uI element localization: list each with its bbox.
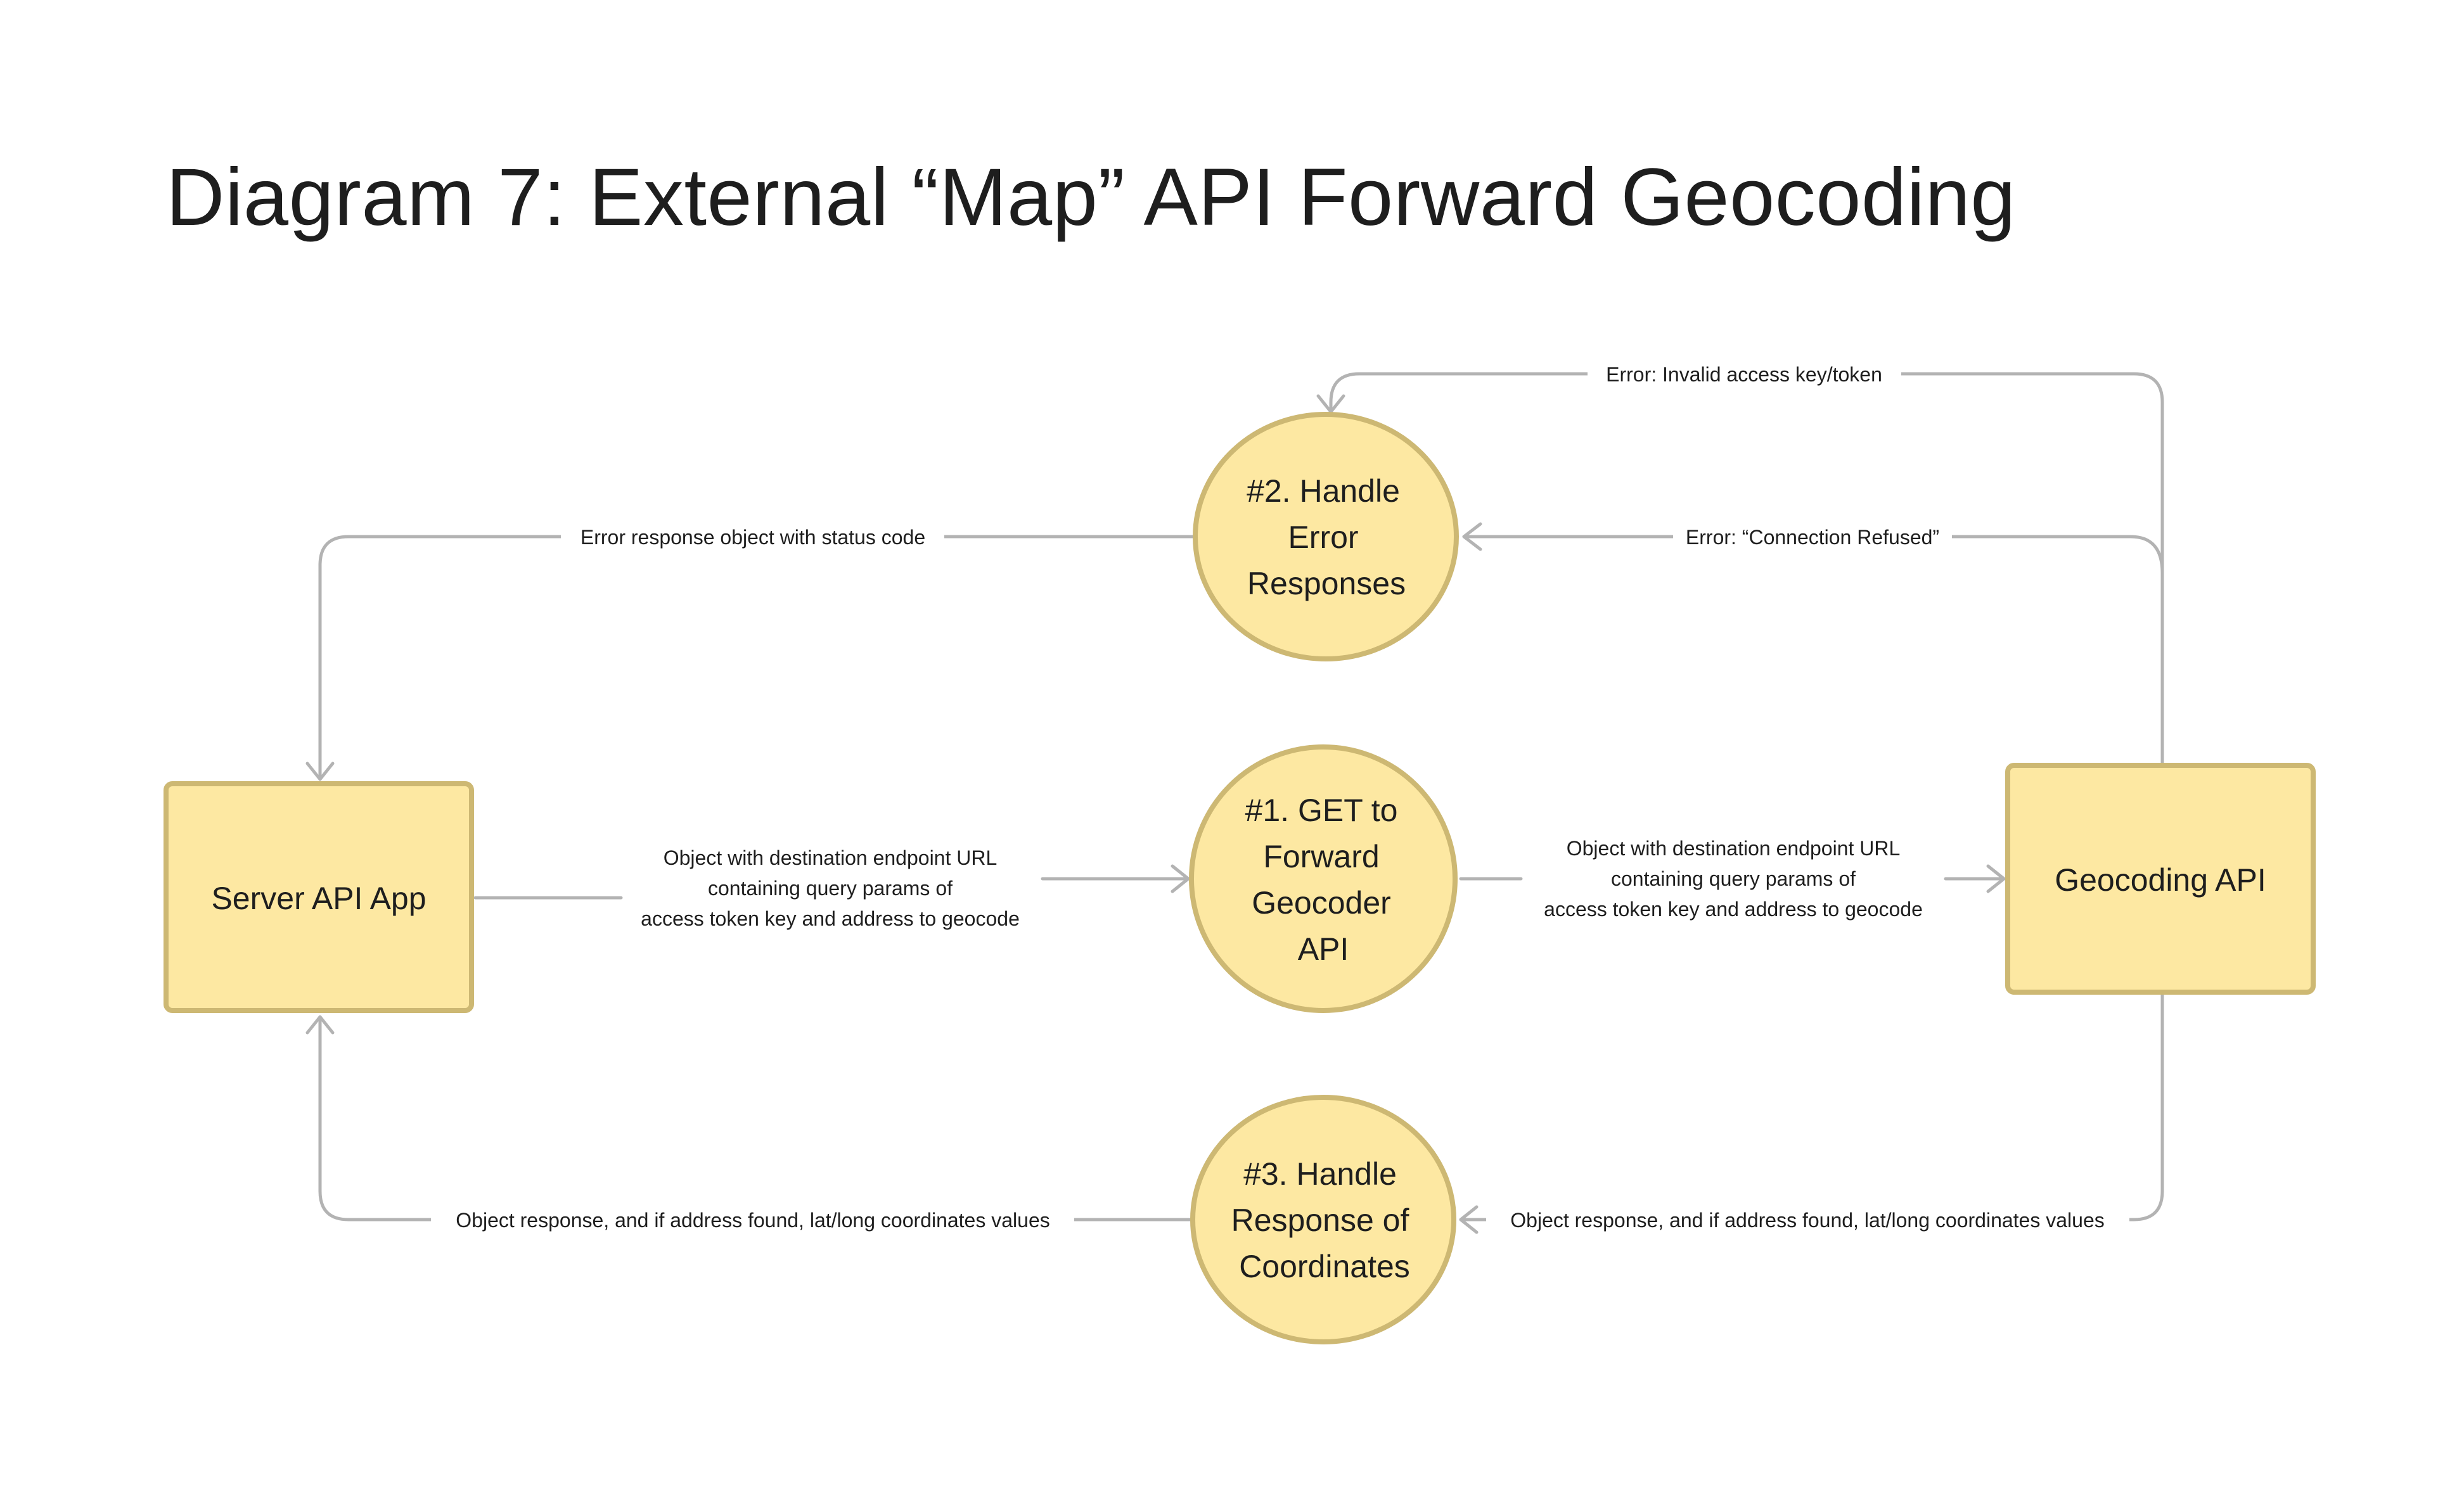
edge-get-to-geocoding-arrowhead bbox=[1986, 864, 2006, 893]
edge-label-server-to-get: Object with destination endpoint URL con… bbox=[641, 846, 1020, 930]
edge-coords-to-server-arrowhead bbox=[305, 1015, 335, 1035]
svg-text:Response of: Response of bbox=[1231, 1202, 1409, 1238]
svg-text:containing query params of: containing query params of bbox=[708, 877, 953, 900]
svg-text:Geocoder: Geocoder bbox=[1252, 885, 1391, 921]
edge-invalid-token-line bbox=[1329, 372, 2164, 767]
handle-error-responses-node: #2. Handle Error Responses bbox=[1193, 412, 1459, 661]
edge-label-geocoding-to-coords: Object response, and if address found, l… bbox=[1486, 1204, 2129, 1235]
svg-text:#1. GET to: #1. GET to bbox=[1245, 793, 1398, 828]
diagram-title: Diagram 7: External “Map” API Forward Ge… bbox=[166, 152, 2016, 243]
edge-error-to-server-line bbox=[318, 535, 1197, 781]
edge-coords-to-server-line bbox=[318, 1015, 1193, 1222]
svg-text:Error response object with sta: Error response object with status code bbox=[581, 526, 925, 549]
svg-text:Error: Error bbox=[1288, 520, 1358, 555]
edge-label-connection-refused: Error: “Connection Refused” bbox=[1673, 521, 1952, 552]
svg-text:Geocoding API: Geocoding API bbox=[2055, 862, 2266, 898]
get-forward-geocoder-node: #1. GET to Forward Geocoder API bbox=[1189, 744, 1458, 1013]
edge-server-to-get-arrowhead bbox=[1171, 864, 1190, 893]
geocoding-api-node: Geocoding API bbox=[2005, 763, 2316, 995]
edge-invalid-token-arrowhead bbox=[1316, 394, 1345, 414]
svg-text:Object response, and if addres: Object response, and if address found, l… bbox=[456, 1209, 1049, 1232]
svg-text:containing query params of: containing query params of bbox=[1611, 867, 1856, 890]
edge-server-to-get-line bbox=[473, 877, 1190, 900]
edge-error-to-server-arrowhead bbox=[305, 762, 335, 781]
edge-geocoding-to-coords-arrowhead bbox=[1459, 1205, 1479, 1234]
svg-text:Object with destination endpoi: Object with destination endpoint URL bbox=[1567, 837, 1901, 860]
svg-text:Server API App: Server API App bbox=[211, 881, 426, 916]
handle-coordinates-node: #3. Handle Response of Coordinates bbox=[1190, 1095, 1456, 1344]
svg-text:Object with destination endpoi: Object with destination endpoint URL bbox=[664, 846, 998, 869]
svg-text:API: API bbox=[1298, 931, 1349, 967]
edge-label-get-to-geocoding: Object with destination endpoint URL con… bbox=[1544, 837, 1923, 921]
svg-text:Error: Invalid access key/toke: Error: Invalid access key/token bbox=[1606, 363, 1882, 386]
svg-text:#3. Handle: #3. Handle bbox=[1243, 1156, 1397, 1192]
edge-label-invalid-token: Error: Invalid access key/token bbox=[1588, 358, 1901, 390]
svg-text:Forward: Forward bbox=[1263, 839, 1379, 874]
edge-geocoding-to-coords-line bbox=[1459, 992, 2164, 1222]
svg-text:Coordinates: Coordinates bbox=[1239, 1249, 1410, 1284]
edge-connection-refused-arrowhead bbox=[1462, 522, 1482, 551]
svg-text:access token key and address t: access token key and address to geocode bbox=[1544, 898, 1923, 921]
svg-text:Error: “Connection Refused”: Error: “Connection Refused” bbox=[1686, 526, 1939, 549]
svg-text:access token key and address t: access token key and address to geocode bbox=[641, 907, 1020, 930]
svg-text:#2. Handle: #2. Handle bbox=[1247, 473, 1400, 509]
edge-label-coords-to-server: Object response, and if address found, l… bbox=[431, 1204, 1074, 1235]
server-api-app-node: Server API App bbox=[164, 781, 474, 1013]
svg-text:Responses: Responses bbox=[1247, 566, 1406, 601]
edge-connection-refused-line bbox=[1462, 535, 2164, 575]
edge-label-error-to-server: Error response object with status code bbox=[561, 521, 944, 552]
svg-text:Object response, and if addres: Object response, and if address found, l… bbox=[1510, 1209, 2104, 1232]
